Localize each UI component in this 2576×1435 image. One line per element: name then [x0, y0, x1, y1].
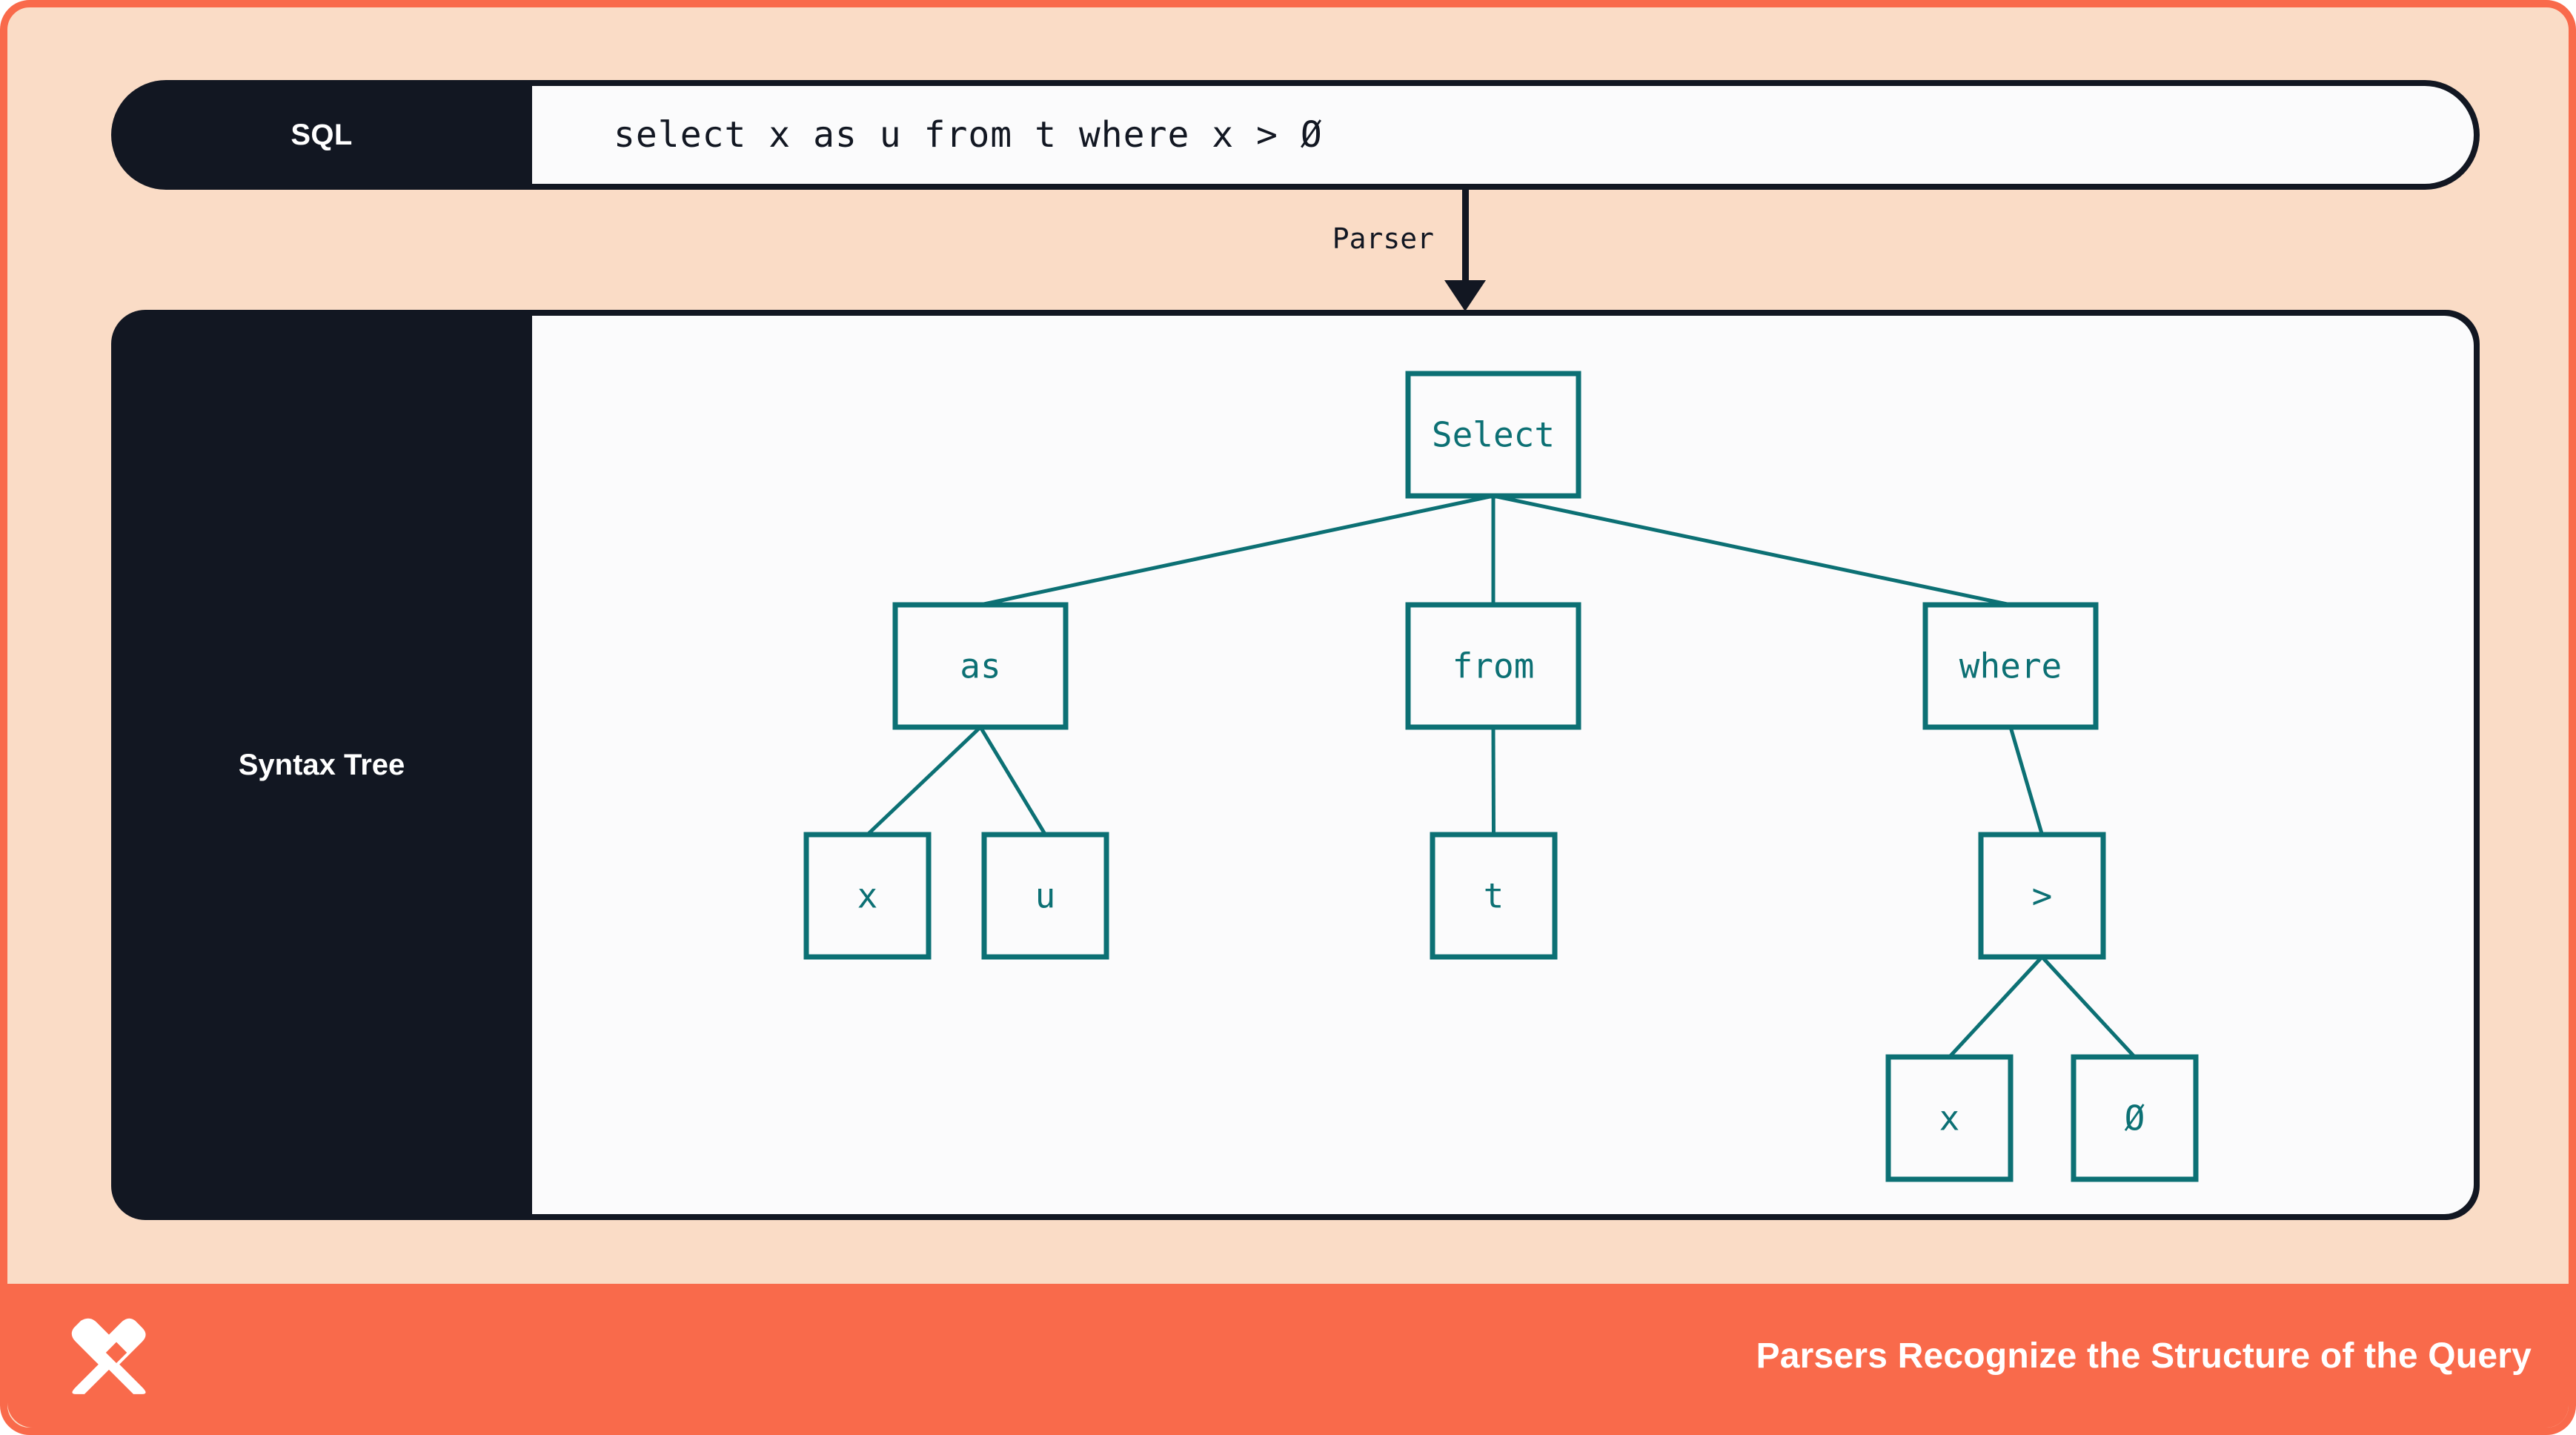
- tree-node[interactable]: Ø: [2071, 1054, 2199, 1182]
- tree-edge: [1948, 955, 2044, 1058]
- sql-row: SQL select x as u from t where x > Ø: [111, 80, 2480, 190]
- tree-node-label: u: [1035, 876, 1056, 916]
- tree-node-label: from: [1453, 646, 1535, 686]
- tree-node-box: [892, 602, 1069, 730]
- tree-node[interactable]: u: [981, 832, 1109, 960]
- tree-edge: [2040, 955, 2137, 1058]
- arrow-down-icon: [1444, 190, 1486, 311]
- tree-edge: [980, 494, 1494, 607]
- tree-node-box: [1405, 371, 1581, 499]
- tree-edge: [1493, 494, 2011, 607]
- tree-node-label: Ø: [2125, 1098, 2145, 1139]
- tree-node-label: Select: [1432, 415, 1555, 455]
- tree-edge: [866, 726, 982, 836]
- tree-node-box: [803, 832, 932, 960]
- tree-node-box: [981, 832, 1109, 960]
- tree-node[interactable]: from: [1405, 602, 1581, 730]
- tree-node-label: x: [1939, 1098, 1960, 1139]
- tree-edge: [2008, 726, 2044, 835]
- tree-edge-group: [866, 494, 2137, 1058]
- tree-node[interactable]: where: [1922, 602, 2099, 730]
- sql-row-label: SQL: [291, 118, 353, 151]
- syntax-tree-label: Syntax Tree: [238, 748, 405, 781]
- x-mark-logo-icon: [71, 1318, 146, 1394]
- tree-node-box: [1922, 602, 2099, 730]
- tree-node-box: [1885, 1054, 2014, 1182]
- arrow-head: [1444, 280, 1486, 311]
- tree-node-box: [1430, 832, 1558, 960]
- sql-query-text: select x as u from t where x > Ø: [614, 114, 1323, 156]
- sql-query-field[interactable]: select x as u from t where x > Ø: [532, 86, 2474, 184]
- tree-node[interactable]: as: [892, 602, 1069, 730]
- tree-node-box: [1405, 602, 1581, 730]
- tree-edge: [978, 726, 1047, 836]
- tree-node-label: as: [960, 646, 1000, 686]
- tree-node[interactable]: x: [1885, 1054, 2014, 1182]
- footer-caption: Parsers Recognize the Structure of the Q…: [1756, 1336, 2532, 1376]
- tree-node-box: [1978, 832, 2106, 960]
- tree-node-label: >: [2032, 876, 2053, 916]
- footer-bar: Parsers Recognize the Structure of the Q…: [7, 1284, 2569, 1428]
- tree-node-label: where: [1959, 646, 2062, 686]
- tree-node-label: x: [857, 876, 878, 916]
- tree-node-box: [2071, 1054, 2199, 1182]
- tree-node[interactable]: t: [1430, 832, 1558, 960]
- tree-node[interactable]: x: [803, 832, 932, 960]
- arrow-shaft: [1462, 190, 1469, 286]
- tree-node-label: t: [1484, 876, 1504, 916]
- tree-edge: [1491, 726, 1496, 835]
- tree-node[interactable]: >: [1978, 832, 2106, 960]
- parser-arrow-label: Parser: [1332, 222, 1434, 255]
- tree-node[interactable]: Select: [1405, 371, 1581, 499]
